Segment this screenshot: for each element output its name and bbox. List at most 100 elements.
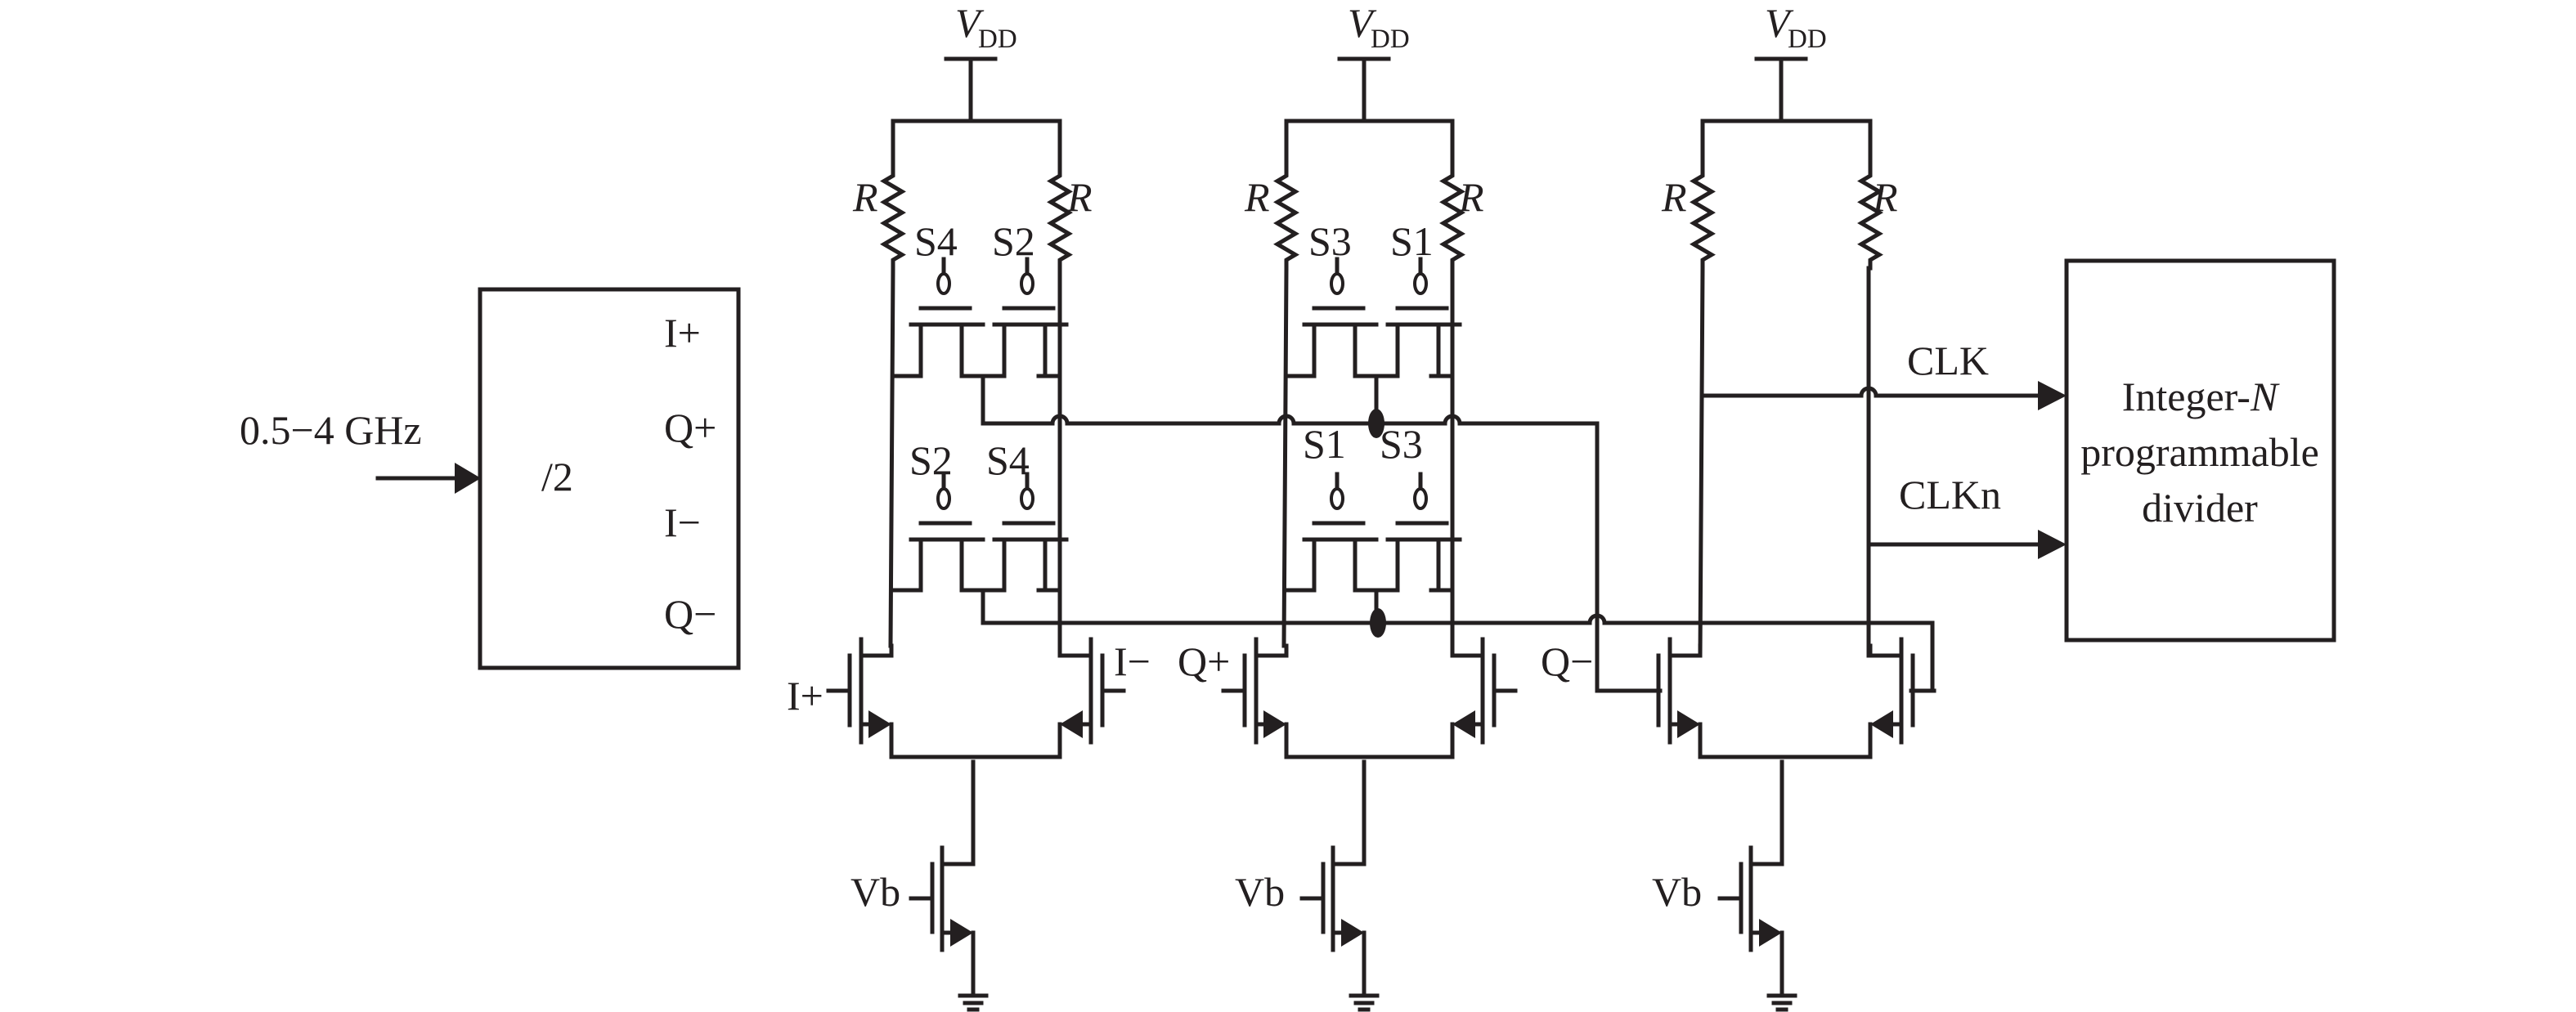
input-label-stage-2-right: Q− [1541,638,1593,684]
nmos-transistor [1221,637,1289,745]
resistor-label: R [1872,174,1898,220]
wires-layer [981,266,2043,693]
upper-bus [981,414,1600,426]
prescaler-output-q-plus: Q+ [664,405,716,450]
stage-3-rail-left [1698,266,1705,658]
gate-bubble-icon [936,487,951,510]
tail-source-stage-2 [1299,759,1380,1012]
resistor-icon [1273,165,1299,271]
divider-title-line-1: Integer-N [2122,374,2280,419]
junction-dot [1368,409,1384,438]
switch-label-stage-2-upper-right: S1 [1390,218,1434,264]
gate-bubble-icon [1413,272,1428,295]
vdd-label-subscript: DD [1371,25,1410,54]
diff-pair-stage-3 [1635,637,1936,759]
devices-layer [375,56,2336,1012]
switch-label-stage-1-lower-right: S4 [986,437,1030,483]
divider-title-line-3: divider [2142,485,2258,531]
source-arrow-icon [1759,919,1782,947]
clk-line [1700,386,2043,398]
ground-icon [1766,993,1797,1012]
diff-pair-stage-2 [1221,637,1518,759]
nmos-transistor [1868,637,1936,745]
source-arrow-icon [868,710,891,738]
ground-icon [958,993,989,1012]
stage-2 [1273,56,1465,271]
stage-1 [880,56,1073,271]
nmos-transistor [826,637,894,745]
lower-switch-1 [1385,472,1462,593]
vdd-label-subscript: DD [978,25,1017,54]
switch-label-stage-2-upper-left: S3 [1308,218,1352,264]
vdd-label-main: V [1348,0,1377,46]
source-arrow-icon [1452,710,1475,738]
switch-label-stage-2-lower-left: S1 [1303,421,1346,467]
resistor-label: R [1458,174,1484,220]
bias-label-stage-1: Vb [850,869,900,915]
source-arrow-icon [1677,710,1700,738]
vdd-label-main: V [955,0,985,46]
prescaler-output-q-minus: Q− [664,591,716,637]
tail-source-stage-1 [909,759,989,1012]
clk-output-label: CLK [1907,338,1989,383]
switch-label-stage-1-lower-left: S2 [909,437,953,483]
nmos-transistor [1635,637,1703,745]
resistor-label: R [852,174,878,220]
prescaler-output-i-minus: I− [664,499,701,545]
bias-label-stage-2: Vb [1235,869,1285,915]
junction-dot [1370,608,1386,638]
stage-1-switch-network [888,257,1069,648]
source-arrow-icon [950,919,973,947]
stage-2-switch-network [1281,257,1462,648]
lower-bus [981,613,1935,625]
resistor-label: R [1661,174,1687,220]
source-arrow-icon [1060,710,1083,738]
resistor-icon [1690,165,1716,271]
upper-switch-1 [1385,257,1462,378]
vdd-label-stage-3: V DD [1765,0,1827,54]
rail-left-lower [888,266,895,648]
input-label-stage-2-left: Q+ [1178,638,1230,684]
upper-switch-0 [909,257,985,378]
divider-box [2064,258,2336,643]
prescaler-ratio-label: /2 [541,454,573,499]
diff-pair-stage-1 [826,637,1126,759]
resistor-icon [880,165,906,271]
gate-bubble-icon [1413,487,1428,510]
resistor-icon [1439,165,1465,271]
stage-3 [1690,56,1883,271]
nmos-transistor [1450,637,1518,745]
resistor-label: R [1066,174,1093,220]
gate-bubble-icon [1020,272,1034,295]
source-arrow-icon [1341,919,1364,947]
lower-switch-1 [992,472,1069,593]
switch-label-stage-2-lower-right: S3 [1380,421,1423,467]
upper-switch-1 [992,257,1069,378]
input-arrow-head [455,463,481,494]
ground-icon [1349,993,1380,1012]
divider-title-n: N [2250,374,2280,419]
vdd-label-main: V [1765,0,1794,46]
nmos-transistor [1057,637,1126,745]
bias-label-stage-3: Vb [1652,869,1702,915]
switch-label-stage-1-upper-left: S4 [914,218,958,264]
prescaler-output-i-plus: I+ [664,310,701,356]
tail-source-stage-3 [1717,759,1797,1012]
input-frequency-label: 0.5−4 GHz [240,407,422,453]
clkn-output-label: CLKn [1899,472,2001,517]
resistor-label: R [1244,174,1270,220]
lower-switch-0 [1302,472,1379,593]
input-label-stage-1-right: I− [1114,638,1151,684]
clk-arrow-head [2038,381,2067,410]
gate-bubble-icon [1020,487,1034,510]
vdd-label-stage-2: V DD [1348,0,1410,54]
rail-left-lower [1281,266,1289,648]
input-label-stage-1-left: I+ [787,673,824,719]
divider-title-line-2: programmable [2080,429,2319,475]
source-arrow-icon [1870,710,1893,738]
gate-bubble-icon [1330,487,1344,510]
lower-switch-0 [909,472,985,593]
upper-switch-0 [1302,257,1379,378]
vdd-label-subscript: DD [1788,25,1827,54]
